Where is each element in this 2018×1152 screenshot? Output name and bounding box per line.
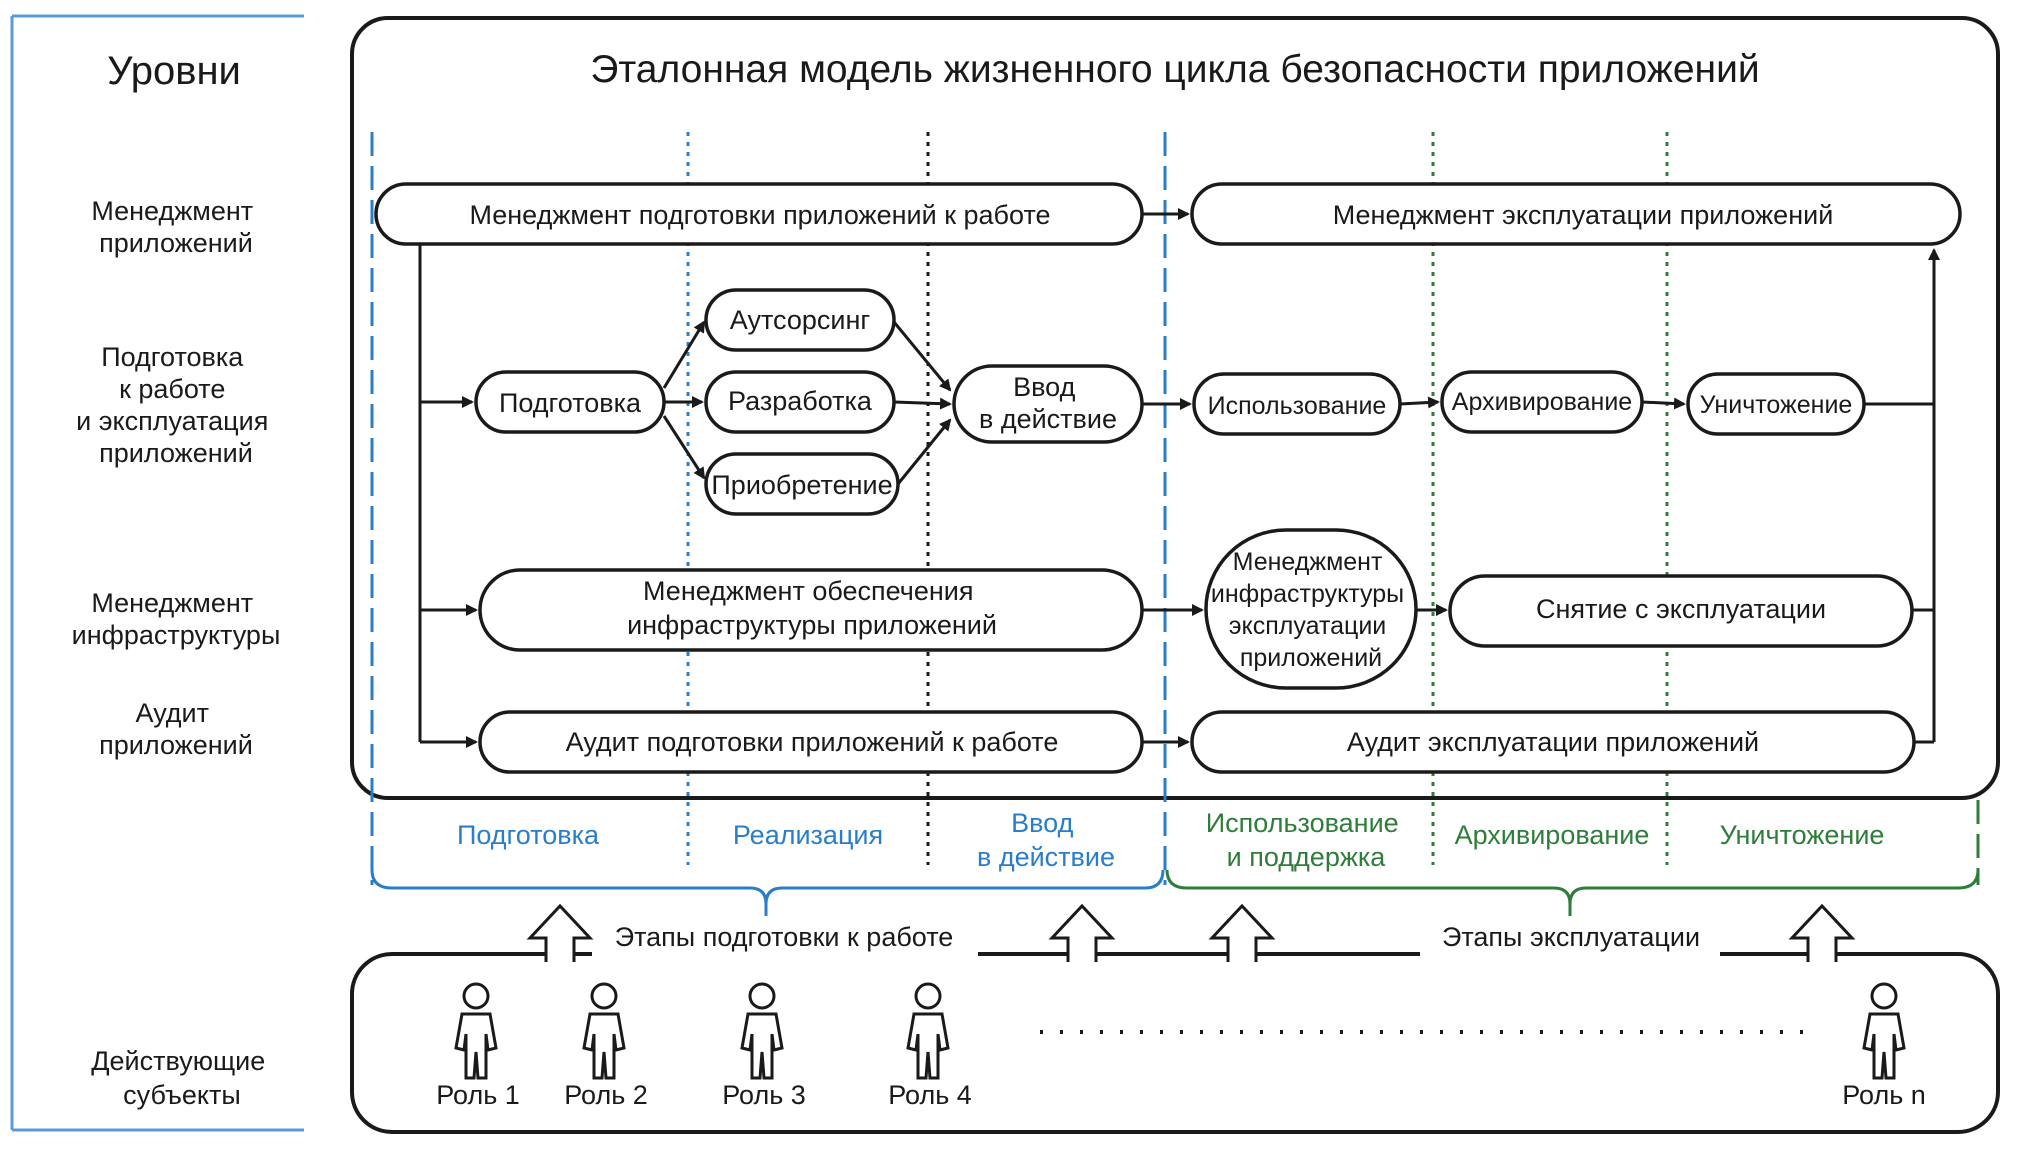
box-app-prep-management-label: Менеджмент подготовки приложений к работ… bbox=[469, 200, 1050, 230]
box-acquisition-label: Приобретение bbox=[711, 470, 892, 500]
model-title: Эталонная модель жизненного цикла безопа… bbox=[590, 48, 1759, 91]
level-prep-operation: Подготовка к работе и эксплуатация прило… bbox=[76, 342, 276, 468]
level-app-management: Менеджмент приложений bbox=[91, 196, 260, 258]
box-outsourcing-label: Аутсорсинг bbox=[730, 305, 871, 335]
box-infra-provision-management-label: Менеджмент обеспечения инфраструктуры пр… bbox=[627, 576, 997, 640]
box-use-label: Использование bbox=[1208, 392, 1387, 420]
stage-use-support: Использование и поддержка bbox=[1206, 808, 1406, 872]
level-infra-management: Менеджмент инфраструктуры bbox=[72, 588, 281, 650]
stage-implementation: Реализация bbox=[733, 820, 883, 850]
ops-stages-bracket bbox=[1165, 869, 1980, 916]
prep-stages-bracket bbox=[370, 869, 1165, 916]
up-arrow-1 bbox=[526, 903, 594, 962]
levels-title: Уровни bbox=[107, 49, 241, 93]
role-4-label: Роль 4 bbox=[888, 1080, 972, 1110]
role-1-figure bbox=[454, 982, 498, 1080]
stage-preparation: Подготовка bbox=[457, 820, 600, 850]
role-figures bbox=[454, 982, 1906, 1080]
actors-frame bbox=[350, 952, 2000, 1134]
role-4-figure bbox=[906, 982, 950, 1080]
role-2-label: Роль 2 bbox=[564, 1080, 648, 1110]
level-audit: Аудит приложений bbox=[99, 698, 253, 760]
stage-destruction: Уничтожение bbox=[1720, 820, 1885, 850]
up-arrow-2 bbox=[1048, 903, 1116, 962]
box-app-prep-audit-label: Аудит подготовки приложений к работе bbox=[566, 727, 1059, 757]
box-archiving-label: Архивирование bbox=[1452, 388, 1632, 416]
box-infra-ops-management-label: Менеджмент инфраструктуры эксплуатации п… bbox=[1211, 548, 1411, 672]
role-n-figure bbox=[1862, 982, 1906, 1080]
box-commissioning-label: Ввод в действие bbox=[979, 372, 1117, 434]
ops-stages-label: Этапы эксплуатации bbox=[1442, 922, 1700, 952]
up-arrow-4 bbox=[1788, 903, 1856, 962]
box-outsourcing bbox=[704, 288, 896, 352]
box-destruction-label: Уничтожение bbox=[1700, 391, 1853, 419]
role-n-label: Роль n bbox=[1842, 1080, 1926, 1110]
box-app-ops-management bbox=[1190, 182, 1962, 246]
connector-lines bbox=[418, 208, 1940, 748]
prep-stages-label: Этапы подготовки к работе bbox=[615, 922, 954, 952]
up-arrows bbox=[526, 903, 1856, 962]
role-3-figure bbox=[740, 982, 784, 1080]
prep-stages-label-bg bbox=[592, 918, 978, 958]
box-preparation-label: Подготовка bbox=[499, 388, 642, 418]
role-1-label: Роль 1 bbox=[436, 1080, 520, 1110]
box-development-label: Разработка bbox=[728, 386, 873, 416]
level-actors: Действующие субъекты bbox=[91, 1046, 273, 1110]
box-app-ops-audit-label: Аудит эксплуатации приложений bbox=[1347, 727, 1759, 757]
up-arrow-3 bbox=[1208, 903, 1276, 962]
model-frame bbox=[350, 16, 2000, 800]
stage-commissioning: Ввод в действие bbox=[977, 808, 1115, 872]
stage-archiving: Архивирование bbox=[1455, 820, 1650, 850]
box-app-ops-management-label: Менеджмент эксплуатации приложений bbox=[1333, 200, 1834, 230]
box-decommissioning-label: Снятие с эксплуатации bbox=[1536, 594, 1826, 624]
role-2-figure bbox=[582, 982, 626, 1080]
role-3-label: Роль 3 bbox=[722, 1080, 806, 1110]
ops-stages-label-bg bbox=[1420, 918, 1720, 958]
